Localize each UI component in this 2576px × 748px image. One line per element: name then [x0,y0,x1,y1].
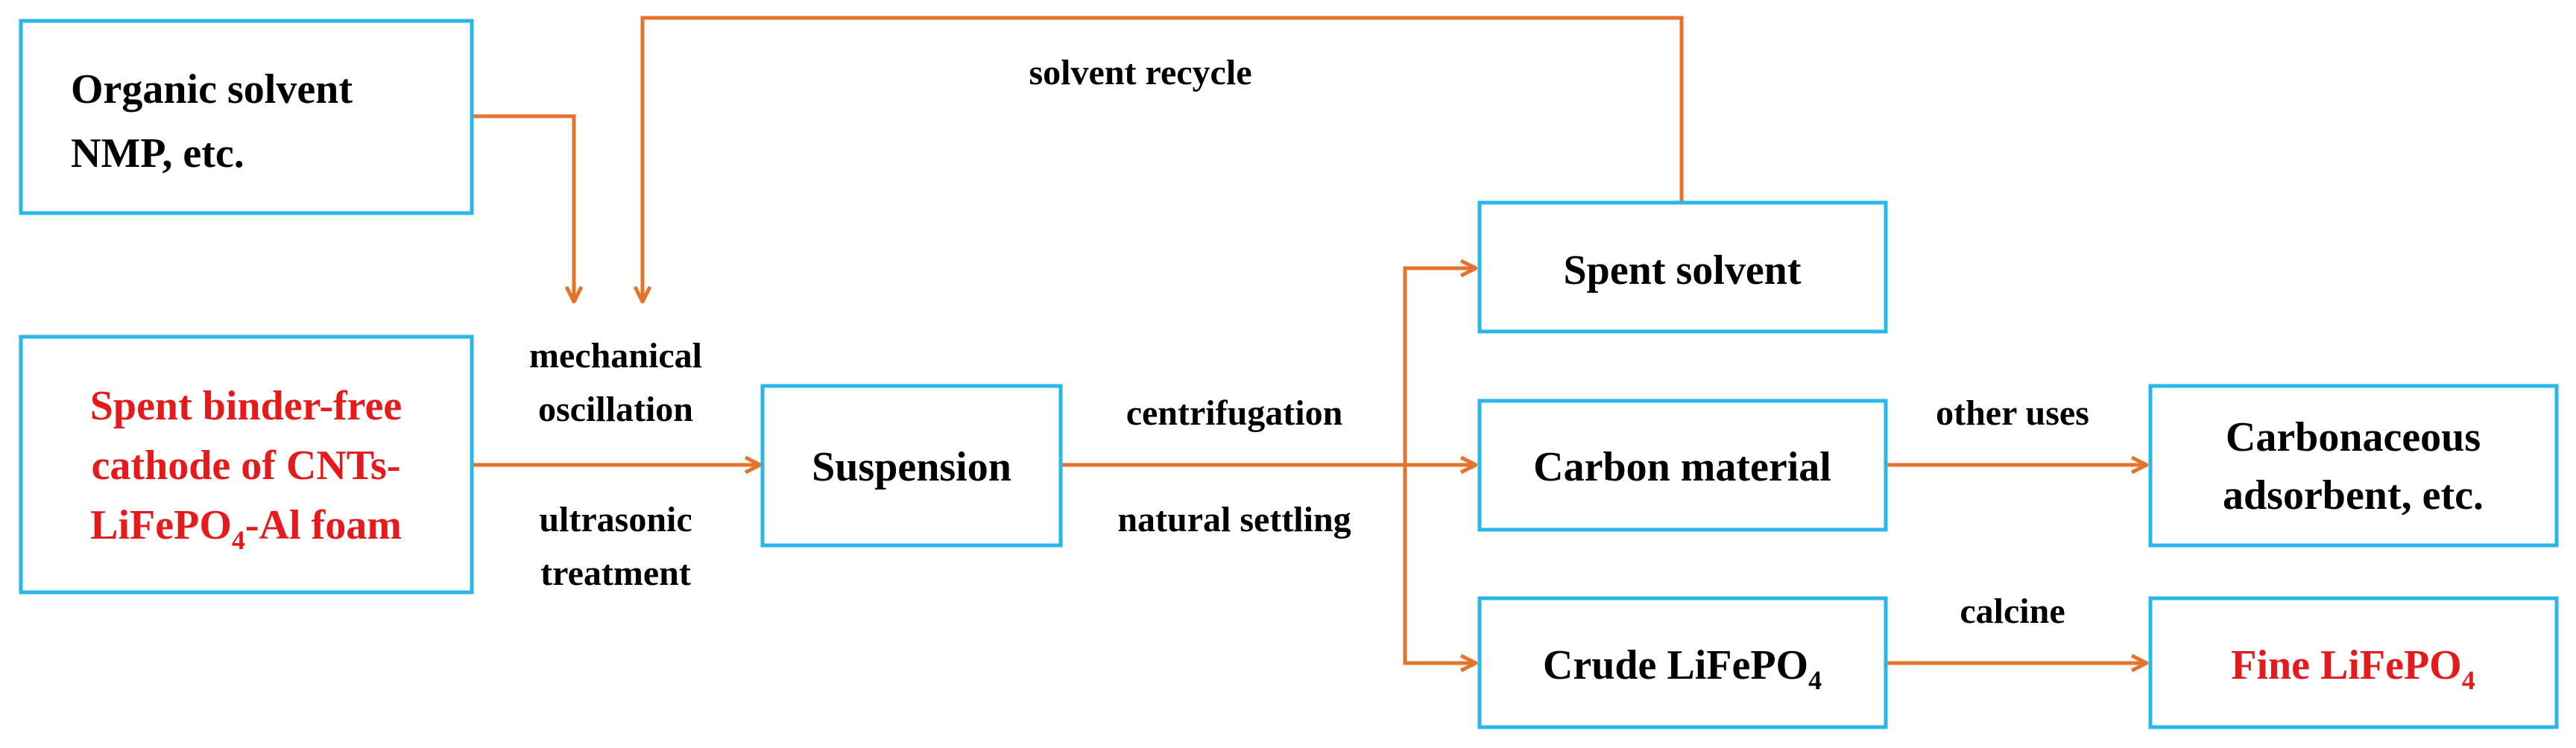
edge-labels: solvent recycle mechanical oscillation u… [529,53,2089,631]
label-solvent-recycle: solvent recycle [1029,53,1252,92]
label-other-uses: other uses [1936,393,2089,433]
label-centrifugation: centrifugation [1126,393,1343,433]
arrow-split-to-crude-lfp [1403,465,1476,663]
spent-cathode-line2: cathode of CNTs- [92,443,401,489]
box-spent-cathode: Spent binder-free cathode of CNTs- LiFeP… [19,335,474,595]
spent-solvent-label: Spent solvent [1564,247,1802,294]
box-suspension: Suspension [760,384,1063,548]
suspension-label: Suspension [812,444,1011,490]
box-carbon-material: Carbon material [1477,399,1888,532]
box-carbonaceous-adsorbent: Carbonaceous adsorbent, etc. [2148,384,2559,548]
crude-lfp-label: Crude LiFePO4 [1543,642,1822,695]
arrows [473,16,2147,663]
box-fine-lfp: Fine LiFePO4 [2148,596,2559,729]
organic-solvent-line2: NMP, etc. [71,130,244,177]
box-organic-solvent: Organic solvent NMP, etc. [19,19,474,215]
label-oscillation: oscillation [538,390,693,429]
label-treatment: treatment [540,554,691,593]
box-crude-lfp: Crude LiFePO4 [1477,596,1888,729]
organic-solvent-line1: Organic solvent [71,66,353,112]
carbon-material-label: Carbon material [1533,444,1831,490]
fine-lfp-label: Fine LiFePO4 [2231,642,2475,695]
label-calcine: calcine [1960,592,2065,631]
label-mechanical: mechanical [529,336,702,375]
label-natural-settling: natural settling [1117,500,1351,539]
carbonaceous-adsorbent-line2: adsorbent, etc. [2223,472,2484,519]
arrow-solvent-recycle [643,16,1684,302]
spent-cathode-line1: Spent binder-free [90,383,402,429]
spent-cathode-line3: LiFePO4-Al foam [90,502,402,555]
label-ultrasonic: ultrasonic [539,500,692,539]
arrow-organic-solvent-to-treatment [473,114,574,302]
arrow-split-to-spent-solvent [1403,268,1476,465]
box-spent-solvent: Spent solvent [1477,200,1888,334]
carbonaceous-adsorbent-line1: Carbonaceous [2226,414,2481,460]
